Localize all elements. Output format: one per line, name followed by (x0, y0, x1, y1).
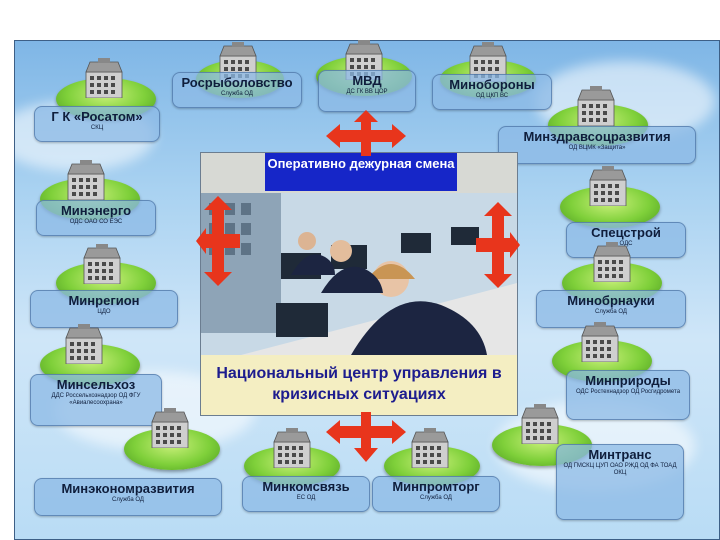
node-minzdrav: Минздравсоцразвития ОД ВЦМК «Защита» (498, 126, 696, 164)
building-icon (521, 404, 559, 444)
node-title: МВД (352, 73, 382, 88)
node-rosatom: Г К «Росатом» СКЦ (34, 106, 160, 142)
node-minselkhoz: Минсельхоз ДДС Россельхознадзор ОД ФГУ «… (30, 374, 162, 426)
center-block: Оперативно дежурная смена Национальный ц… (200, 152, 518, 416)
node-title: Г К «Росатом» (51, 109, 143, 124)
node-title: Минсельхоз (56, 377, 136, 392)
node-title: Минэнерго (60, 203, 132, 218)
building-icon (589, 166, 627, 206)
building-icon (273, 428, 311, 468)
node-title: Спецстрой (591, 225, 661, 240)
building-icon (65, 324, 103, 364)
node-title: Росрыболовство (181, 75, 293, 90)
node-sub: ОДС (619, 241, 633, 247)
node-title: Минприроды (585, 373, 671, 388)
building-icon (577, 86, 615, 126)
center-top-title: Оперативно дежурная смена (265, 153, 457, 191)
node-title: Минэкономразвития (61, 481, 195, 496)
node-sub: ОДС Ростехнадзор ОД Росгидромета (575, 389, 681, 395)
node-sub: ОД ГМСКЦ ЦУП ОАО РЖД ОД ФА ТОАД ОКЦ (563, 463, 677, 476)
node-sub: ОД ЦКП ВС (475, 93, 509, 99)
node-title: Минтранс (588, 447, 652, 462)
node-title: Минрегион (68, 293, 140, 308)
node-sub: СКЦ (90, 125, 104, 131)
node-sub: ДДС Россельхознадзор ОД ФГУ «Авиалесоохр… (51, 393, 141, 406)
node-title: Минобрнауки (567, 293, 655, 308)
node-minkomsvyaz: Минкомсвязь ЕС ОД (242, 476, 370, 512)
arrow-left-icon (196, 196, 240, 286)
node-minenergo: Минэнерго ОДС ОАО СО ЕЭС (36, 200, 156, 236)
node-title: Минздравсоцразвития (523, 129, 671, 144)
node-sub: Служба ОД (595, 309, 627, 315)
node-minpromtorg: Минпромторг Служба ОД (372, 476, 500, 512)
building-icon (593, 242, 631, 282)
node-minekonom: Минэкономразвития Служба ОД (34, 478, 222, 516)
node-sub: Служба ОД (221, 91, 253, 97)
node-sub: ДС ГК ВВ ЦОР (346, 89, 388, 95)
building-icon (85, 58, 123, 98)
node-sub: ОДС ОАО СО ЕЭС (69, 219, 123, 225)
building-icon (581, 322, 619, 362)
node-sub: Служба ОД (420, 495, 452, 501)
node-rosrybolovstvo: Росрыболовство Служба ОД (172, 72, 302, 108)
node-minoborony: Минобороны ОД ЦКП ВС (432, 74, 552, 110)
arrow-right-icon (476, 202, 520, 288)
node-mintrans: Минтранс ОД ГМСКЦ ЦУП ОАО РЖД ОД ФА ТОАД… (556, 444, 684, 520)
node-sub: Служба ОД (112, 497, 144, 503)
building-icon (83, 244, 121, 284)
node-mvd: МВД ДС ГК ВВ ЦОР (318, 70, 416, 112)
arrow-down-icon (326, 412, 406, 462)
node-minregion: Минрегион ЦДО (30, 290, 178, 328)
building-icon (411, 428, 449, 468)
operators-photo (201, 193, 517, 355)
node-minprirody: Минприроды ОДС Ростехнадзор ОД Росгидром… (566, 370, 690, 420)
node-sub: ОД ВЦМК «Защита» (568, 145, 626, 151)
node-title: Минкомсвязь (262, 479, 350, 494)
top-bar (14, 18, 718, 42)
node-sub: ЕС ОД (296, 495, 316, 501)
arrow-up-icon (326, 110, 406, 156)
building-icon (151, 408, 189, 448)
building-icon (67, 160, 105, 200)
node-title: Минпромторг (392, 479, 480, 494)
node-title: Минобороны (449, 77, 535, 92)
center-bottom-title: Национальный центр управления в кризисны… (201, 355, 517, 415)
node-sub: ЦДО (97, 309, 111, 315)
